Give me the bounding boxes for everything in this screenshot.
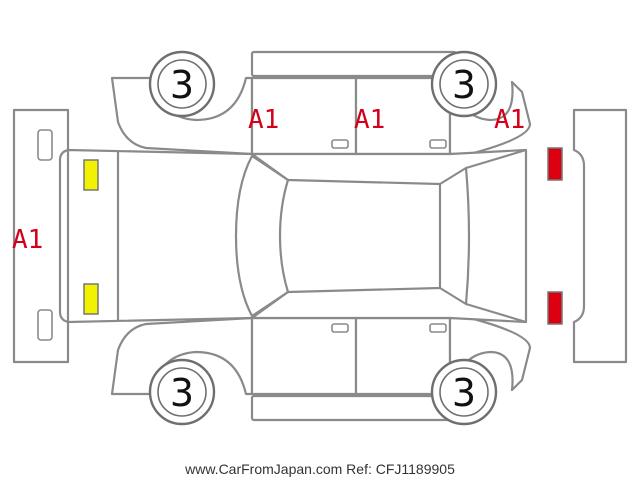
wheel-rear-left: 3 bbox=[430, 50, 498, 118]
car-body-outline bbox=[66, 148, 528, 324]
a-pillar-top bbox=[251, 153, 289, 181]
wheel-rear-right: 3 bbox=[430, 358, 498, 426]
front-lamp-left bbox=[83, 159, 99, 191]
trunk-lid bbox=[465, 148, 527, 324]
windshield bbox=[234, 154, 290, 318]
damage-code-rear-left-fender: A1 bbox=[494, 105, 525, 135]
damage-code-front-left-door: A1 bbox=[248, 105, 279, 135]
front-bumper-tab-top bbox=[37, 129, 53, 161]
wheel-front-left: 3 bbox=[148, 50, 216, 118]
wheel-front-right-rating: 3 bbox=[170, 371, 194, 415]
rear-window bbox=[439, 166, 471, 306]
right-rear-door-handle bbox=[429, 323, 447, 333]
wheel-rear-right-rating: 3 bbox=[452, 371, 476, 415]
roof bbox=[287, 178, 442, 294]
damage-code-front-bumper: A1 bbox=[12, 225, 43, 255]
right-front-door-handle bbox=[331, 323, 349, 333]
wheel-front-left-rating: 3 bbox=[170, 63, 194, 107]
rear-lamp-right bbox=[547, 291, 563, 325]
left-side-sill bbox=[250, 50, 458, 78]
rear-bumper bbox=[572, 108, 628, 364]
left-rear-door-handle bbox=[429, 139, 447, 149]
rear-lamp-left bbox=[547, 147, 563, 181]
watermark-text: www.CarFromJapan.com Ref: CFJ1189905 bbox=[184, 461, 455, 477]
wheel-front-right: 3 bbox=[148, 358, 216, 426]
damage-code-rear-left-door: A1 bbox=[354, 105, 385, 135]
right-side-sill bbox=[250, 394, 458, 422]
wheel-rear-left-rating: 3 bbox=[452, 63, 476, 107]
left-front-door-handle bbox=[331, 139, 349, 149]
a-pillar-bottom bbox=[251, 291, 289, 319]
front-lamp-right bbox=[83, 283, 99, 315]
front-bumper-tab-bottom bbox=[37, 309, 53, 341]
